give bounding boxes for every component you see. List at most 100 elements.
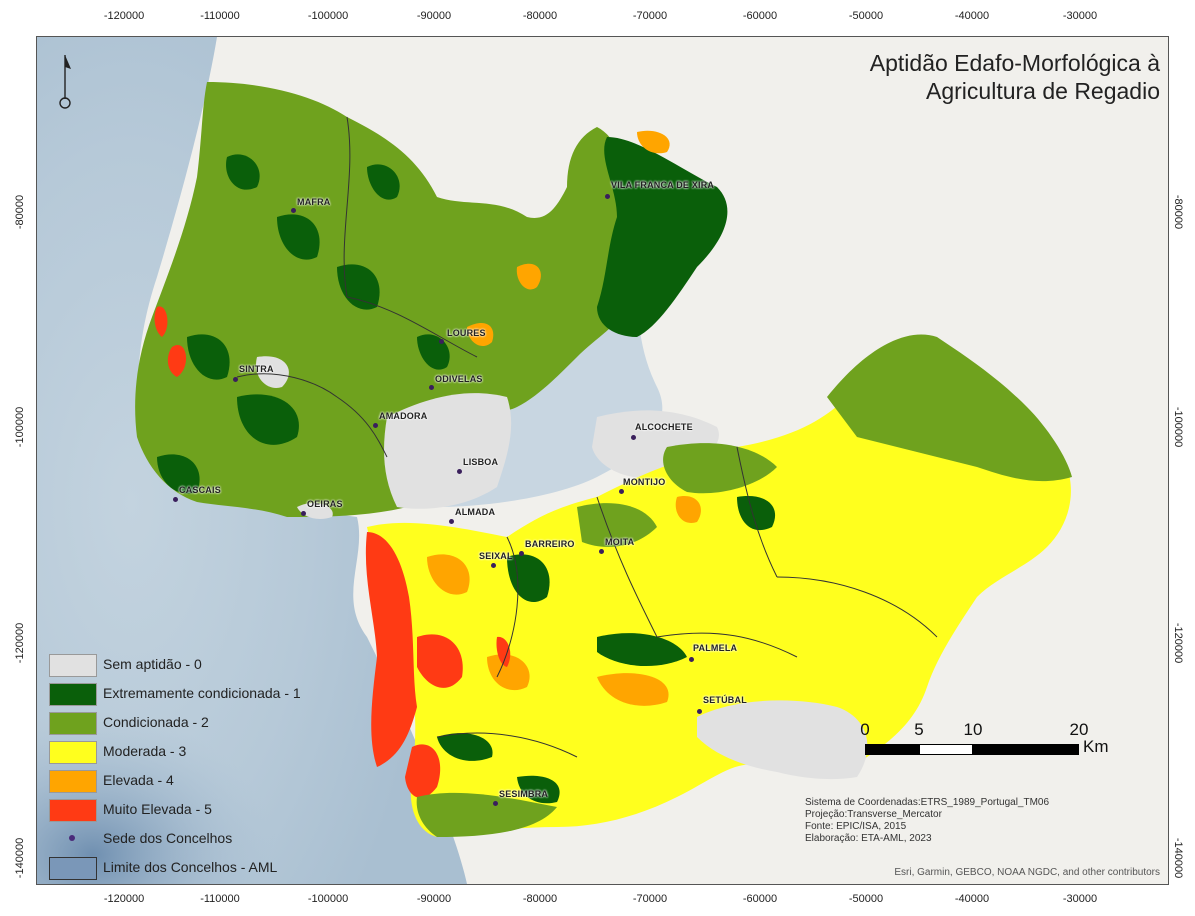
x-tick-bottom: -40000: [954, 893, 990, 905]
place-label: ALMADA: [455, 507, 496, 517]
place-label: LOURES: [447, 328, 486, 338]
legend-swatch: [49, 712, 97, 735]
x-tick-top: -110000: [200, 10, 240, 22]
seat-symbol-icon: [69, 835, 75, 841]
x-tick-top: -80000: [522, 10, 558, 22]
x-tick-bottom: -80000: [522, 893, 558, 905]
legend-item: Elevada - 4: [45, 765, 281, 794]
legend-label: Limite dos Concelhos - AML: [103, 859, 278, 875]
place-label: SEIXAL: [479, 551, 513, 561]
scale-label: 10: [963, 720, 983, 739]
x-tick-top: -100000: [307, 10, 349, 22]
author-text: Elaboração: ETA-AML, 2023: [805, 833, 932, 844]
basemap-attribution: Esri, Garmin, GEBCO, NOAA NGDC, and othe…: [894, 867, 1160, 878]
legend-label: Extremamente condicionada - 1: [103, 685, 301, 701]
x-tick-top: -90000: [416, 10, 452, 22]
x-tick-bottom: -90000: [416, 893, 452, 905]
seat-dot: [493, 801, 498, 806]
seat-dot: [449, 519, 454, 524]
map-canvas[interactable]: Aptidão Edafo-Morfológica à Agricultura …: [36, 36, 1169, 885]
map-metadata: Sistema de Coordenadas:ETRS_1989_Portuga…: [805, 797, 1049, 845]
seat-dot: [619, 489, 624, 494]
legend-label: Sem aptidão - 0: [103, 656, 202, 672]
legend-swatch: [49, 741, 97, 764]
y-tick-left: -100000: [14, 406, 26, 448]
x-tick-bottom: -30000: [1062, 893, 1098, 905]
scale-label: 20: [1069, 720, 1089, 739]
scale-label: 5: [914, 720, 924, 739]
legend-label: Elevada - 4: [103, 772, 174, 788]
legend-swatch: [49, 770, 97, 793]
x-tick-top: -30000: [1062, 10, 1098, 22]
place-label: AMADORA: [379, 411, 428, 421]
legend-swatch: [49, 857, 97, 880]
seat-dot: [301, 511, 306, 516]
x-tick-bottom: -100000: [307, 893, 349, 905]
place-label: MOITA: [605, 537, 635, 547]
scale-segment: [919, 744, 973, 755]
legend-label: Muito Elevada - 5: [103, 801, 212, 817]
seat-dot: [599, 549, 604, 554]
crs-text: Sistema de Coordenadas:ETRS_1989_Portuga…: [805, 797, 1050, 808]
deep-ocean: [37, 597, 407, 884]
seat-dot: [373, 423, 378, 428]
place-label: SETÚBAL: [703, 695, 747, 705]
legend-item: Condicionada - 2: [45, 707, 281, 736]
map-title: Aptidão Edafo-Morfológica à Agricultura …: [870, 49, 1160, 105]
legend-item: Limite dos Concelhos - AML: [45, 852, 281, 881]
seat-dot: [689, 657, 694, 662]
seat-dot: [173, 497, 178, 502]
x-tick-top: -40000: [954, 10, 990, 22]
projection-text: Projeção:Transverse_Mercator: [805, 809, 942, 820]
legend-item: Moderada - 3: [45, 736, 281, 765]
x-tick-bottom: -50000: [848, 893, 884, 905]
seat-dot: [457, 469, 462, 474]
legend: Sem aptidão - 0 Extremamente condicionad…: [45, 649, 301, 881]
seat-dot: [605, 194, 610, 199]
scale-unit: Km: [1083, 737, 1109, 756]
seat-dot: [291, 208, 296, 213]
legend-swatch: [49, 683, 97, 706]
north-arrow-icon: [59, 55, 71, 109]
legend-label: Sede dos Concelhos: [103, 830, 233, 846]
seat-dot: [233, 377, 238, 382]
patch-lisboa: [384, 393, 512, 509]
y-tick-right: -80000: [1172, 194, 1184, 230]
place-label: MAFRA: [297, 197, 331, 207]
scale-segment: [973, 744, 1079, 755]
y-tick-right: -140000: [1172, 837, 1184, 879]
legend-label: Moderada - 3: [103, 743, 187, 759]
map-title-line2: Agricultura de Regadio: [926, 78, 1160, 104]
patch-red-coast: [365, 532, 417, 767]
place-label: MONTIJO: [623, 477, 666, 487]
x-tick-bottom: -70000: [632, 893, 668, 905]
y-tick-right: -100000: [1172, 406, 1184, 448]
map-title-line1: Aptidão Edafo-Morfológica à: [869, 50, 1160, 76]
x-tick-top: -60000: [742, 10, 778, 22]
legend-label: Condicionada - 2: [103, 714, 209, 730]
place-label: SESIMBRA: [499, 789, 549, 799]
x-tick-top: -50000: [848, 10, 884, 22]
legend-item: Extremamente condicionada - 1: [45, 678, 301, 707]
place-label: ALCOCHETE: [635, 422, 693, 432]
seat-dot: [491, 563, 496, 568]
seat-dot: [697, 709, 702, 714]
x-tick-bottom: -110000: [200, 893, 240, 905]
x-tick-bottom: -120000: [103, 893, 145, 905]
seat-dot: [519, 551, 524, 556]
place-label: LISBOA: [463, 457, 499, 467]
place-label: SINTRA: [239, 364, 274, 374]
x-tick-top: -120000: [103, 10, 145, 22]
legend-item: Muito Elevada - 5: [45, 794, 281, 823]
patch-vfx: [597, 137, 728, 337]
place-label: PALMELA: [693, 643, 738, 653]
y-tick-right: -120000: [1172, 622, 1184, 664]
place-label: BARREIRO: [525, 539, 575, 549]
scale-segment: [865, 744, 919, 755]
place-label: OEIRAS: [307, 499, 343, 509]
map-graphic: [37, 37, 1168, 884]
scale-bar: 0 5 10 20 Km: [859, 720, 1119, 780]
legend-swatch: [49, 654, 97, 677]
y-tick-left: -80000: [14, 194, 26, 230]
seat-dot: [631, 435, 636, 440]
